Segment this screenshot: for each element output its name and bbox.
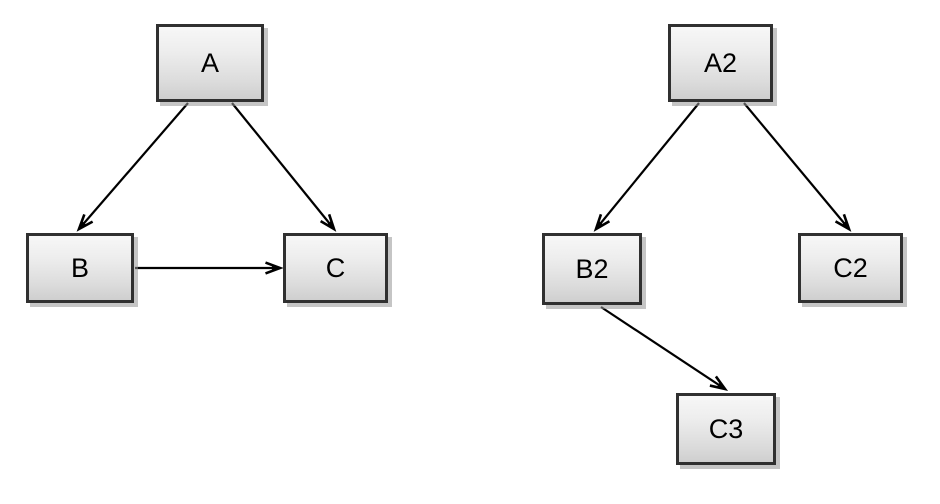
node-label-b: B	[70, 252, 89, 283]
node-label-a: A	[200, 47, 219, 78]
arrowhead-fill-icon	[716, 382, 725, 389]
node-label-c: C	[325, 252, 346, 283]
node-c2[interactable]: C2	[798, 233, 903, 303]
edge-B2-to-C3	[600, 306, 729, 392]
edge-line	[595, 102, 700, 230]
edge-line	[600, 306, 726, 390]
arrowhead-icon	[593, 213, 611, 232]
node-a2[interactable]: A2	[668, 24, 773, 102]
edge-line	[743, 102, 850, 230]
arrowhead-icon	[265, 261, 284, 275]
arrowhead-icon	[319, 213, 337, 232]
arrowhead-fill-icon	[326, 220, 334, 229]
edge-B-to-C	[135, 261, 284, 275]
edge-A-to-B	[76, 102, 189, 232]
node-b2[interactable]: B2	[542, 233, 642, 305]
node-label-c3: C3	[708, 413, 744, 444]
edge-line	[231, 102, 335, 230]
arrowhead-fill-icon	[272, 265, 280, 271]
node-c[interactable]: C	[283, 233, 388, 303]
node-label-a2: A2	[703, 47, 738, 78]
node-a[interactable]: A	[156, 24, 264, 102]
node-label-b2: B2	[575, 253, 609, 284]
arrowhead-fill-icon	[841, 220, 849, 229]
edge-line	[78, 102, 189, 230]
edge-A2-to-C2	[743, 102, 852, 232]
arrowhead-fill-icon	[596, 220, 604, 229]
edge-A2-to-B2	[593, 102, 700, 232]
arrowhead-icon	[834, 213, 852, 232]
node-label-c2: C2	[833, 252, 868, 283]
arrowhead-fill-icon	[79, 221, 87, 229]
node-c3[interactable]: C3	[676, 393, 776, 465]
arrowhead-icon	[76, 214, 94, 232]
edge-A-to-C	[231, 102, 337, 232]
node-b[interactable]: B	[26, 233, 134, 303]
arrowhead-icon	[709, 375, 729, 392]
